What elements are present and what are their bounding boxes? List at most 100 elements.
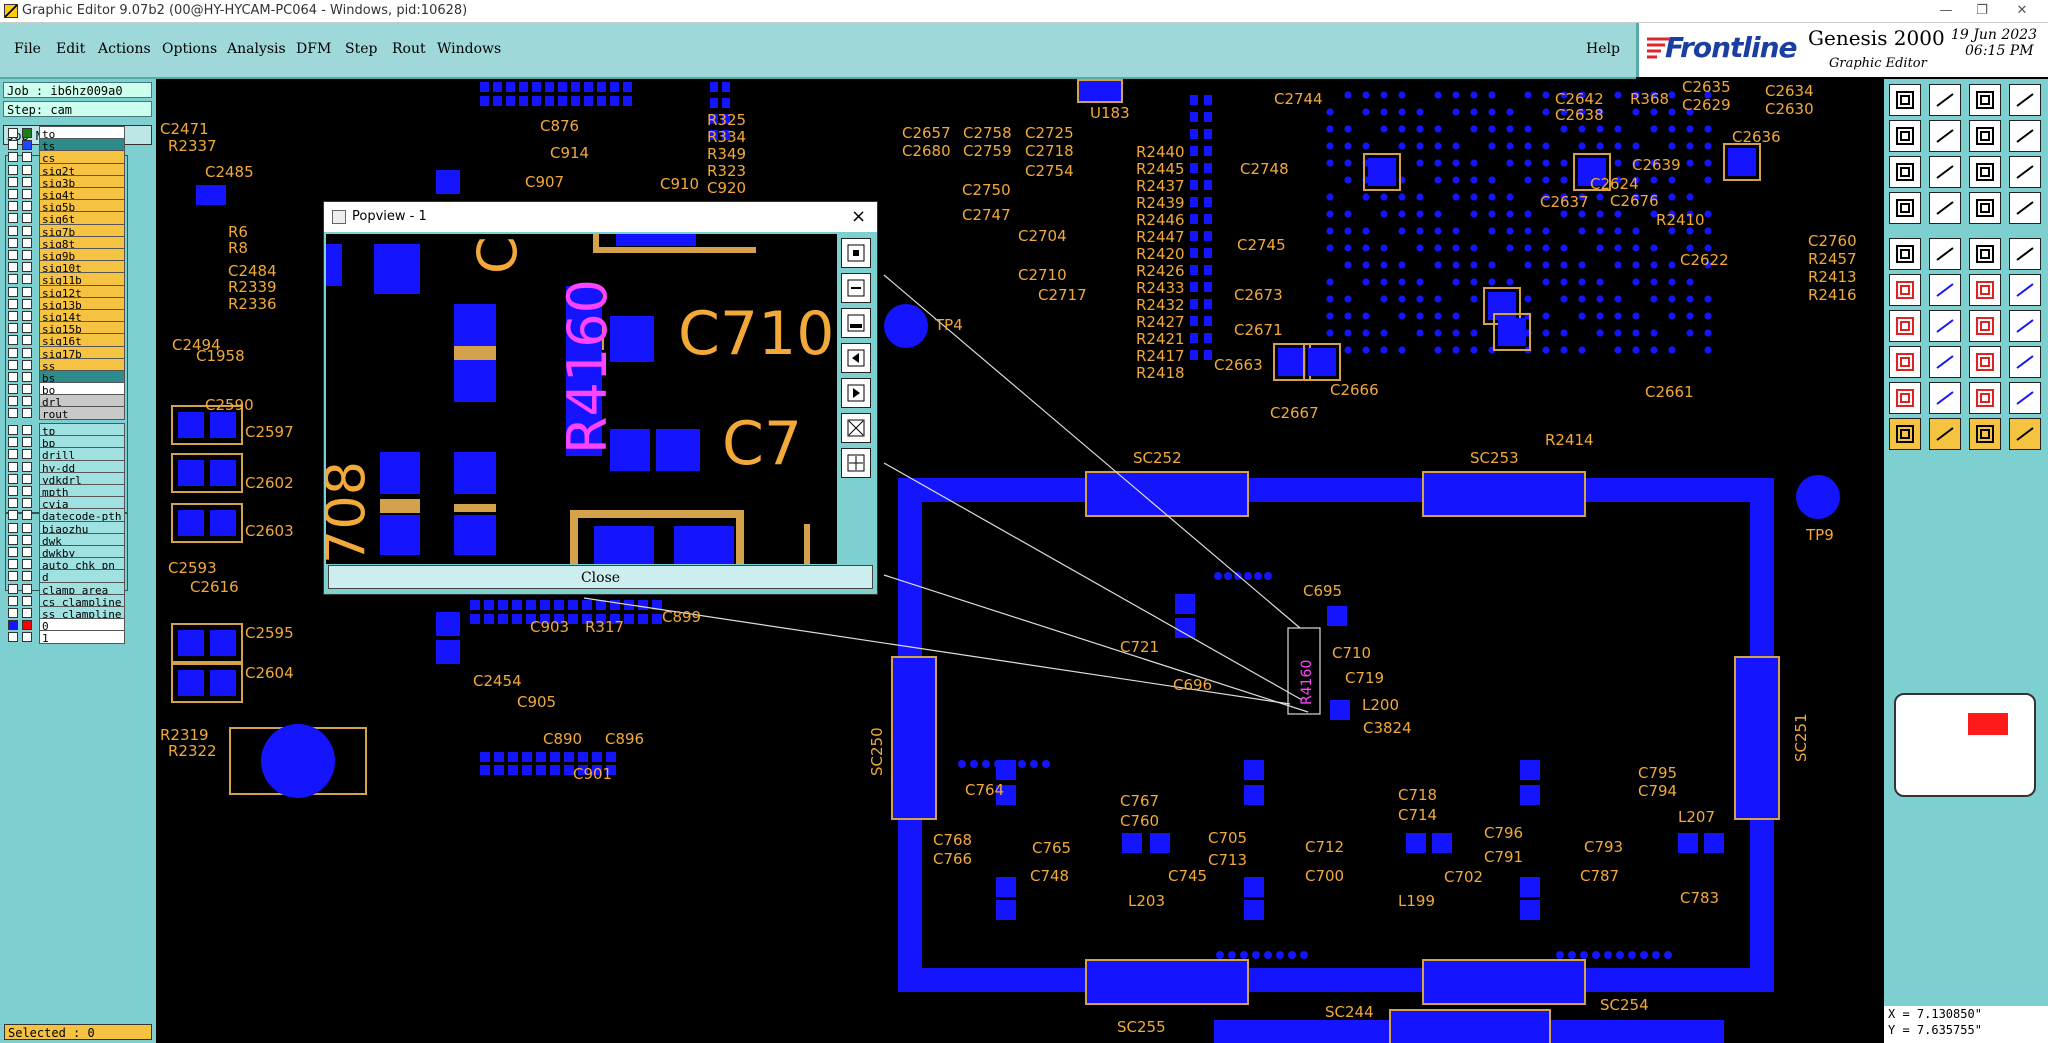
layer-affected-checkbox[interactable]: [22, 396, 32, 406]
layer-visibility-checkbox[interactable]: [8, 396, 18, 406]
layer-affected-checkbox[interactable]: [22, 201, 32, 212]
layer-affected-checkbox[interactable]: [22, 128, 32, 138]
layer-affected-checkbox[interactable]: [22, 583, 32, 594]
tool-select-button[interactable]: [1889, 238, 1921, 270]
layer-row-sig8t[interactable]: sig8t: [8, 235, 125, 250]
layer-row-drl[interactable]: drl: [8, 394, 125, 408]
layer-visibility-checkbox[interactable]: [8, 498, 18, 509]
layer-affected-checkbox[interactable]: [22, 152, 32, 163]
layer-affected-checkbox[interactable]: [22, 189, 32, 199]
layer-row-sig5b[interactable]: sig5b: [8, 199, 125, 214]
layer-visibility-checkbox[interactable]: [8, 608, 18, 618]
layer-row-d[interactable]: d: [8, 569, 125, 584]
tool-zoom-in-button[interactable]: [1889, 84, 1921, 116]
layer-row-sig13b[interactable]: sig13b: [8, 296, 125, 311]
tool-triangle-frame-button[interactable]: [1969, 382, 2001, 414]
layer-visibility-checkbox[interactable]: [8, 559, 18, 570]
tool-pad-button[interactable]: [1889, 274, 1921, 306]
menu-help[interactable]: Help: [1586, 41, 1620, 57]
layer-visibility-checkbox[interactable]: [8, 461, 18, 472]
overview-viewport[interactable]: [1968, 713, 2008, 735]
layer-visibility-checkbox[interactable]: [8, 201, 18, 212]
close-window-button[interactable]: ✕: [2016, 3, 2028, 18]
layer-row-bo[interactable]: bo: [8, 382, 125, 397]
layer-affected-checkbox[interactable]: [22, 359, 32, 370]
layer-affected-checkbox[interactable]: [22, 449, 32, 460]
layer-visibility-checkbox[interactable]: [8, 128, 18, 138]
layer-visibility-checkbox[interactable]: [8, 250, 18, 260]
layer-row-1[interactable]: 1: [8, 630, 125, 645]
tool-zoom-out-button[interactable]: [1929, 84, 1961, 116]
layer-row-cs_clampline[interactable]: cs_clampline: [8, 593, 125, 608]
layer-visibility-checkbox[interactable]: [8, 534, 18, 545]
layer-visibility-checkbox[interactable]: [8, 510, 18, 521]
layer-affected-checkbox[interactable]: [22, 632, 32, 643]
layer-row-sig14t[interactable]: sig14t: [8, 309, 125, 323]
tool-frame-button[interactable]: [1969, 346, 2001, 378]
menu-file[interactable]: File: [14, 41, 41, 57]
tool-query-button[interactable]: [2009, 156, 2041, 188]
layer-row-bs[interactable]: bs: [8, 370, 125, 384]
tool-window-button[interactable]: [1969, 120, 2001, 152]
tool-fit-button[interactable]: [1889, 156, 1921, 188]
layer-affected-checkbox[interactable]: [22, 286, 32, 297]
layer-affected-checkbox[interactable]: [22, 498, 32, 509]
layer-affected-checkbox[interactable]: [22, 262, 32, 273]
tool-copy-button[interactable]: [1889, 346, 1921, 378]
layer-row-sig3b[interactable]: sig3b: [8, 174, 125, 189]
layer-visibility-checkbox[interactable]: [8, 486, 18, 496]
layer-visibility-checkbox[interactable]: [8, 473, 18, 484]
layer-row-sig6t[interactable]: sig6t: [8, 211, 125, 226]
layer-visibility-checkbox[interactable]: [8, 189, 18, 199]
layer-row-bp[interactable]: bp: [8, 435, 125, 450]
tool-draw-button[interactable]: [1889, 310, 1921, 342]
layer-row-sig10t[interactable]: sig10t: [8, 260, 125, 275]
tool-redraw-button[interactable]: [2009, 120, 2041, 152]
tool-pointer-box-button[interactable]: [1969, 418, 2001, 450]
popview-zoom-out-button[interactable]: [841, 273, 871, 303]
popview-window[interactable]: Popview - 1 × C710: [323, 201, 878, 595]
popview-zoom-home-button[interactable]: [841, 308, 871, 338]
layer-row-drill[interactable]: drill: [8, 447, 125, 462]
layer-row-sig15b[interactable]: sig15b: [8, 321, 125, 336]
layer-affected-checkbox[interactable]: [22, 372, 32, 382]
tool-dash-button[interactable]: [1929, 346, 1961, 378]
menu-edit[interactable]: Edit: [56, 41, 86, 57]
layer-row-sig4t[interactable]: sig4t: [8, 187, 125, 201]
menu-windows[interactable]: Windows: [437, 41, 502, 57]
tool-slant-button[interactable]: [1929, 310, 1961, 342]
layer-affected-checkbox[interactable]: [22, 571, 32, 582]
layer-visibility-checkbox[interactable]: [8, 152, 18, 163]
popview-zoom-in-button[interactable]: [841, 238, 871, 268]
layer-affected-checkbox[interactable]: [22, 298, 32, 309]
layer-visibility-checkbox[interactable]: [8, 262, 18, 273]
popview-pan-right-button[interactable]: [841, 378, 871, 408]
layer-visibility-checkbox[interactable]: [8, 437, 18, 448]
layer-affected-checkbox[interactable]: [22, 323, 32, 334]
layer-row-sig2t[interactable]: sig2t: [8, 162, 125, 177]
layer-row-sig16t[interactable]: sig16t: [8, 333, 125, 348]
layer-visibility-checkbox[interactable]: [8, 571, 18, 582]
layer-name[interactable]: rout: [39, 406, 125, 421]
layer-visibility-checkbox[interactable]: [8, 384, 18, 395]
layer-row-sig12t[interactable]: sig12t: [8, 284, 125, 299]
layer-row-dwkby[interactable]: dwkby: [8, 545, 125, 559]
layer-row-auto_chk_pn[interactable]: auto_chk_pn: [8, 557, 125, 572]
layer-visibility-checkbox[interactable]: [8, 176, 18, 187]
layer-visibility-checkbox[interactable]: [8, 323, 18, 334]
layer-visibility-checkbox[interactable]: [8, 237, 18, 248]
layer-row-mpth[interactable]: mpth: [8, 484, 125, 498]
layer-affected-checkbox[interactable]: [22, 547, 32, 557]
tool-triangle-fill-button[interactable]: [2009, 382, 2041, 414]
tool-route-button[interactable]: [2009, 274, 2041, 306]
menu-actions[interactable]: Actions: [98, 41, 151, 57]
layer-affected-checkbox[interactable]: [22, 461, 32, 472]
layer-name[interactable]: 1: [39, 630, 125, 645]
tool-grid-button[interactable]: [1929, 192, 1961, 224]
tool-full-button[interactable]: [2009, 84, 2041, 116]
tool-pan-left-button[interactable]: [1889, 120, 1921, 152]
menu-dfm[interactable]: DFM: [296, 41, 332, 57]
layer-visibility-checkbox[interactable]: [8, 620, 18, 631]
layer-row-tp[interactable]: tp: [8, 423, 125, 437]
layer-row-ss_clampline[interactable]: ss_clampline: [8, 606, 125, 620]
